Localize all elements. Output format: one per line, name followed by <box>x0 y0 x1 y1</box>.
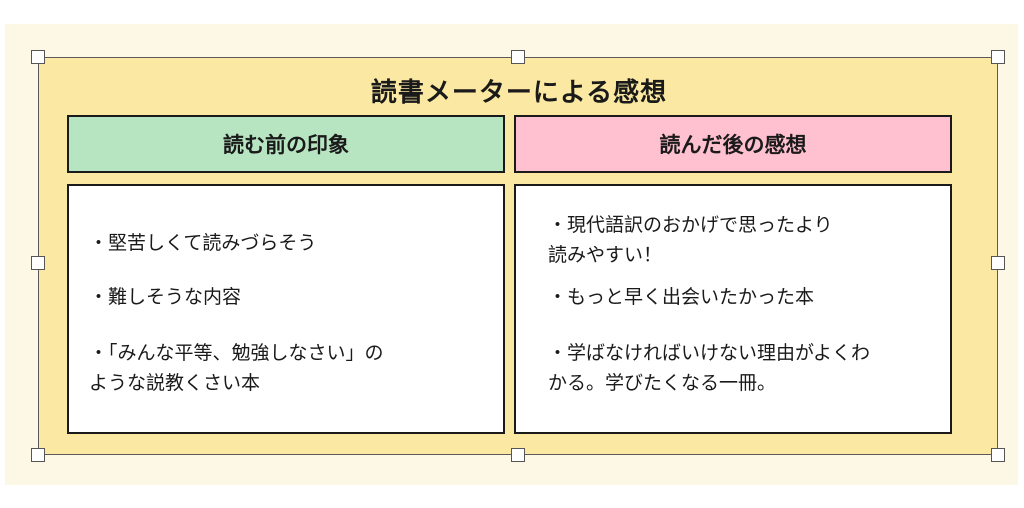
resize-handle-right[interactable] <box>991 256 1005 270</box>
list-item: ・学ばなければいけない理由がよくわ かる。学びたくなる一冊。 <box>548 338 870 398</box>
list-item-line: ・もっと早く出会いたかった本 <box>548 286 815 308</box>
resize-handle-top-right[interactable] <box>991 50 1005 64</box>
list-item-line: ・現代語訳のおかげで思ったより <box>548 214 833 236</box>
resize-handle-left[interactable] <box>31 256 45 270</box>
before-reading-header[interactable]: 読む前の印象 <box>67 115 505 173</box>
selected-text-frame[interactable]: 読書メーターによる感想 読む前の印象 読んだ後の感想 ・堅苦しくて読みづらそう … <box>38 57 998 455</box>
list-item: ・現代語訳のおかげで思ったより 読みやすい！ <box>548 210 833 270</box>
list-item-line: ・学ばなければいけない理由がよくわ <box>548 342 871 364</box>
after-reading-header[interactable]: 読んだ後の感想 <box>514 115 952 173</box>
list-item-line: かる。学びたくなる一冊。 <box>548 372 777 394</box>
resize-handle-top[interactable] <box>511 50 525 64</box>
resize-handle-bottom-left[interactable] <box>31 448 45 462</box>
list-item: ・「みんな平等、勉強しなさい」の ような説教くさい本 <box>89 338 384 398</box>
resize-handle-bottom[interactable] <box>511 448 525 462</box>
list-item-line: ・「みんな平等、勉強しなさい」の <box>89 342 384 364</box>
list-item: ・もっと早く出会いたかった本 <box>548 282 814 312</box>
after-reading-panel[interactable]: ・現代語訳のおかげで思ったより 読みやすい！ ・もっと早く出会いたかった本 ・学… <box>514 184 952 434</box>
resize-handle-bottom-right[interactable] <box>991 448 1005 462</box>
list-item: ・堅苦しくて読みづらそう <box>89 228 316 258</box>
board-title: 読書メーターによる感想 <box>370 78 668 108</box>
list-item-line: 読みやすい！ <box>548 244 663 266</box>
before-reading-panel[interactable]: ・堅苦しくて読みづらそう ・難しそうな内容 ・「みんな平等、勉強しなさい」の よ… <box>67 184 505 434</box>
resize-handle-top-left[interactable] <box>31 50 45 64</box>
after-reading-header-label: 読んだ後の感想 <box>659 133 807 157</box>
before-reading-header-label: 読む前の印象 <box>223 133 349 157</box>
list-item: ・難しそうな内容 <box>89 282 241 312</box>
list-item-line: ような説教くさい本 <box>89 372 261 394</box>
list-item-line: ・堅苦しくて読みづらそう <box>89 232 317 254</box>
list-item-line: ・難しそうな内容 <box>89 286 242 308</box>
